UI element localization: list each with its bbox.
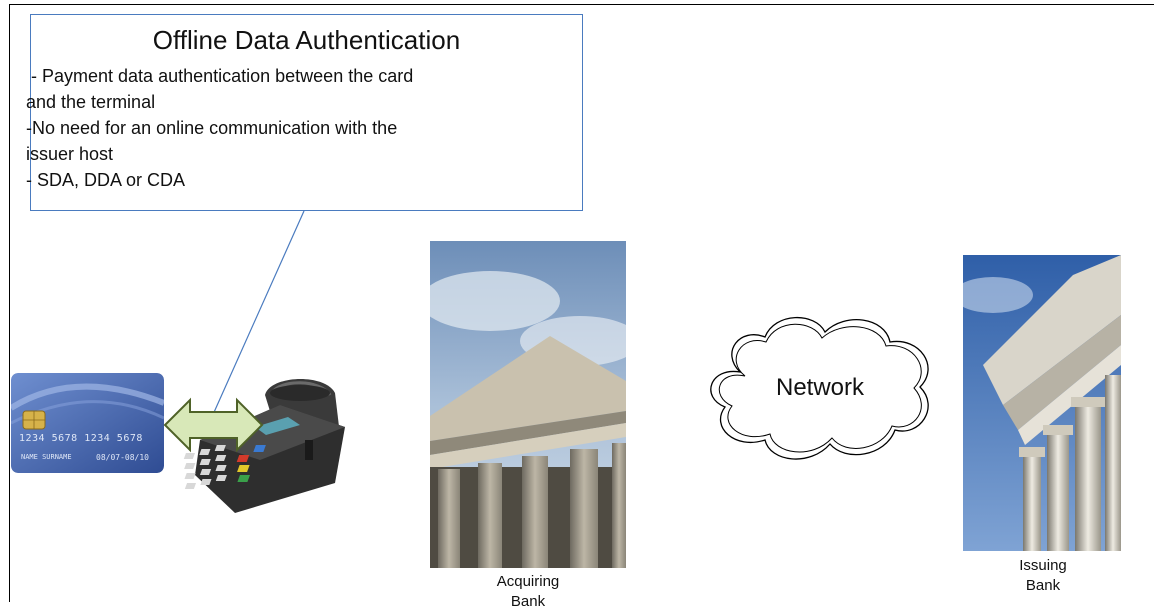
card-number: 1234 5678 1234 5678 (19, 433, 143, 444)
acquiring-bank-caption: Acquiring Bank (478, 572, 578, 612)
issuing-bank-label-line1: Issuing (1019, 557, 1067, 574)
callout-line: - SDA, DDA or CDA (26, 170, 186, 190)
network-cloud-icon (710, 316, 929, 460)
issuing-bank-image (963, 255, 1121, 551)
frame-top-border (9, 4, 1154, 5)
issuing-bank-label-line2: Bank (1025, 577, 1061, 594)
credit-card-image: 1234 5678 1234 5678 NAME SURNAME 08/07-0… (11, 373, 164, 473)
callout-title: Offline Data Authentication (152, 25, 461, 55)
callout-line: and the terminal (26, 92, 156, 112)
offline-auth-callout: Offline Data Authentication - Payment da… (26, 14, 583, 211)
callout-line: - Payment data authentication between th… (26, 66, 414, 86)
frame-left-border (9, 4, 10, 602)
callout-line: issuer host (26, 144, 114, 164)
callout-line: -No need for an online communication wit… (26, 118, 398, 138)
card-name: NAME SURNAME (21, 453, 72, 461)
network-label: Network (775, 374, 865, 401)
acquiring-bank-image (430, 241, 626, 568)
callout-body: - Payment data authentication between th… (26, 63, 556, 193)
issuing-bank-caption: Issuing Bank (993, 556, 1093, 596)
acquiring-bank-label-line2: Bank (510, 593, 546, 610)
acquiring-bank-label-line1: Acquiring (496, 573, 560, 590)
card-validity: 08/07-08/10 (96, 453, 149, 462)
